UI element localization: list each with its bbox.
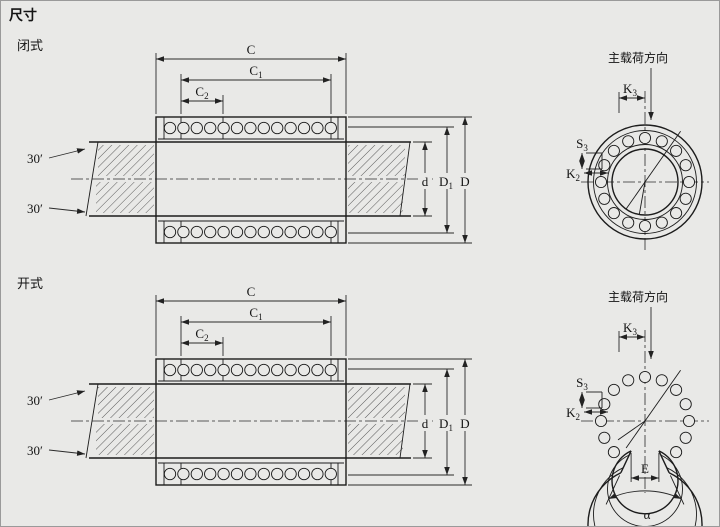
dim-S3: S3 [576, 136, 588, 153]
closed-type-section: 闭式 [17, 39, 709, 250]
closed-side-view [71, 116, 433, 244]
open-type-section: 开式 [17, 277, 709, 526]
dim-K2: K2 [566, 405, 580, 422]
dim-D1: D1 [439, 416, 453, 433]
dim-K3: K3 [623, 320, 637, 337]
bearing-housing [155, 358, 347, 486]
dim-alpha: α [644, 507, 651, 522]
dim-angle-bottom: 30′ [27, 443, 43, 458]
dim-C: C [247, 42, 256, 57]
dim-C2: C2 [195, 84, 208, 101]
dim-d: d [422, 416, 429, 431]
page-title: 尺寸 [9, 7, 37, 24]
dim-K3: K3 [623, 81, 637, 98]
ball-row-top [163, 363, 337, 377]
ball-ring [594, 370, 696, 459]
dim-C1: C1 [249, 63, 262, 80]
open-side-view [71, 358, 433, 486]
dim-S3: S3 [576, 375, 588, 392]
dim-D: D [460, 416, 469, 431]
closed-dimensions: C C1 C2 30′ 30′ d D1 D [27, 42, 472, 244]
load-direction-label: 主载荷方向 [608, 50, 668, 65]
open-end-view: 主载荷方向 K3 S3 K2 E α [566, 289, 709, 526]
dim-d: d [422, 174, 429, 189]
dim-angle-bottom: 30′ [27, 201, 43, 216]
bearing-housing [155, 116, 347, 244]
dim-K2: K2 [566, 166, 580, 183]
dim-D1: D1 [439, 174, 453, 191]
dim-E: E [641, 461, 649, 476]
closed-end-view: 主载荷方向 K3 S3 K2 [566, 50, 709, 250]
section-label-closed: 闭式 [17, 39, 43, 54]
dim-D: D [460, 174, 469, 189]
dim-C2: C2 [195, 326, 208, 343]
dim-angle-top: 30′ [27, 393, 43, 408]
ball-row-bottom [163, 467, 337, 481]
open-dimensions: C C1 C2 30′ 30′ d D1 D [27, 284, 472, 486]
section-label-open: 开式 [17, 277, 43, 292]
load-direction-label: 主载荷方向 [608, 289, 668, 304]
ball-ring [594, 131, 696, 233]
dim-C1: C1 [249, 305, 262, 322]
ball-row-top [163, 121, 337, 135]
dim-angle-top: 30′ [27, 151, 43, 166]
ball-row-bottom [163, 225, 337, 239]
dim-C: C [247, 284, 256, 299]
